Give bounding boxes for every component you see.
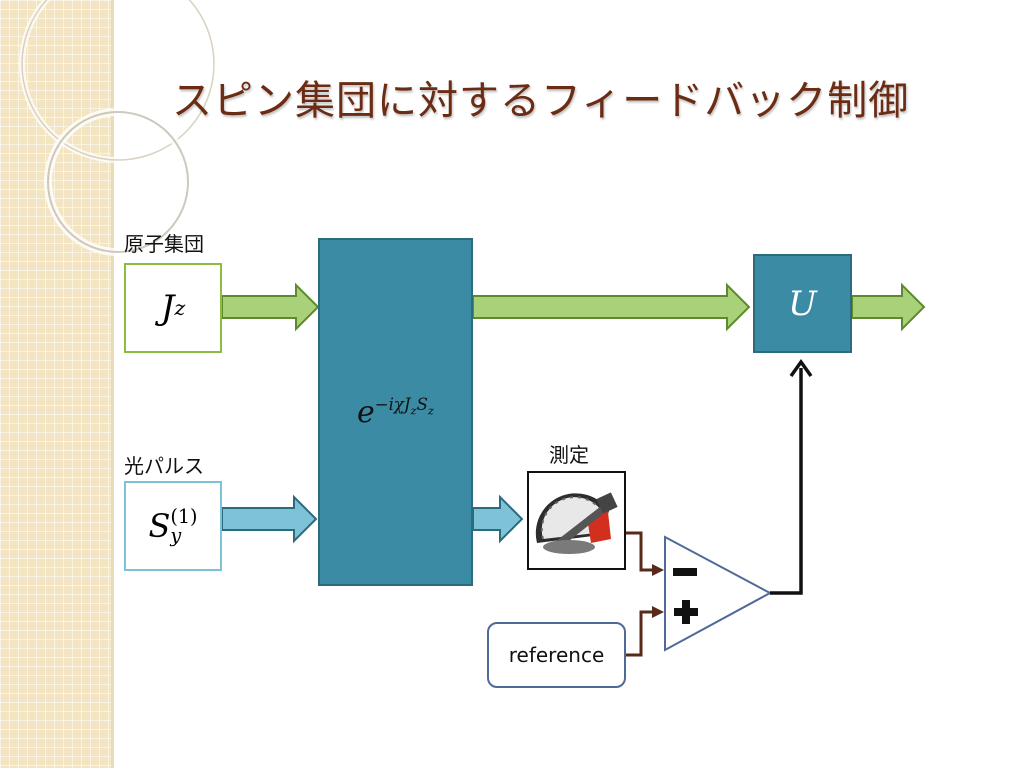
jz-base: J bbox=[160, 288, 175, 328]
unitary-block: U bbox=[753, 254, 852, 353]
reference-label: reference bbox=[508, 643, 605, 667]
pulse-state-box: S (1) y bbox=[124, 481, 222, 571]
feedback-arrowhead bbox=[789, 358, 813, 378]
pulse-label: 光パルス bbox=[124, 454, 204, 478]
interaction-exp-sub2: z bbox=[427, 403, 434, 418]
interaction-base: e bbox=[357, 394, 375, 430]
wire-meter-to-comparator bbox=[626, 531, 660, 572]
slide-title: スピン集団に対するフィードバック制御 bbox=[172, 78, 910, 124]
unitary-label: U bbox=[788, 283, 817, 324]
decorative-side-strip bbox=[0, 0, 113, 768]
blue-arrow-block-to-meter bbox=[472, 494, 524, 544]
sy-sup: (1) bbox=[170, 504, 198, 528]
interaction-exp-sub1: z bbox=[410, 403, 417, 418]
side-strip-edge bbox=[111, 0, 114, 768]
interaction-block: e−iχJzSz bbox=[318, 238, 473, 586]
feedback-wire bbox=[770, 368, 803, 595]
wire-reference-to-comparator bbox=[626, 610, 660, 657]
plus-sign bbox=[674, 600, 698, 624]
atoms-label: 原子集団 bbox=[124, 232, 204, 256]
interaction-exp-mid: S bbox=[416, 394, 428, 414]
blue-arrow-pulse-to-block bbox=[221, 494, 318, 544]
reference-box: reference bbox=[487, 622, 626, 688]
green-arrow-atoms-to-block bbox=[221, 282, 320, 332]
green-arrow-output bbox=[851, 282, 926, 332]
measure-label: 測定 bbox=[549, 443, 589, 467]
sy-sub: y bbox=[170, 524, 182, 547]
decorative-circles bbox=[19, 0, 217, 256]
comparator-triangle bbox=[664, 535, 773, 652]
sy-base: S bbox=[148, 507, 171, 545]
jz-sub: z bbox=[174, 296, 186, 320]
minus-sign bbox=[673, 568, 697, 576]
measurement-box bbox=[527, 471, 626, 570]
gauge-meter-icon bbox=[535, 492, 618, 554]
green-arrow-block-to-u bbox=[472, 282, 751, 332]
interaction-exponent: −iχJ bbox=[374, 394, 411, 414]
